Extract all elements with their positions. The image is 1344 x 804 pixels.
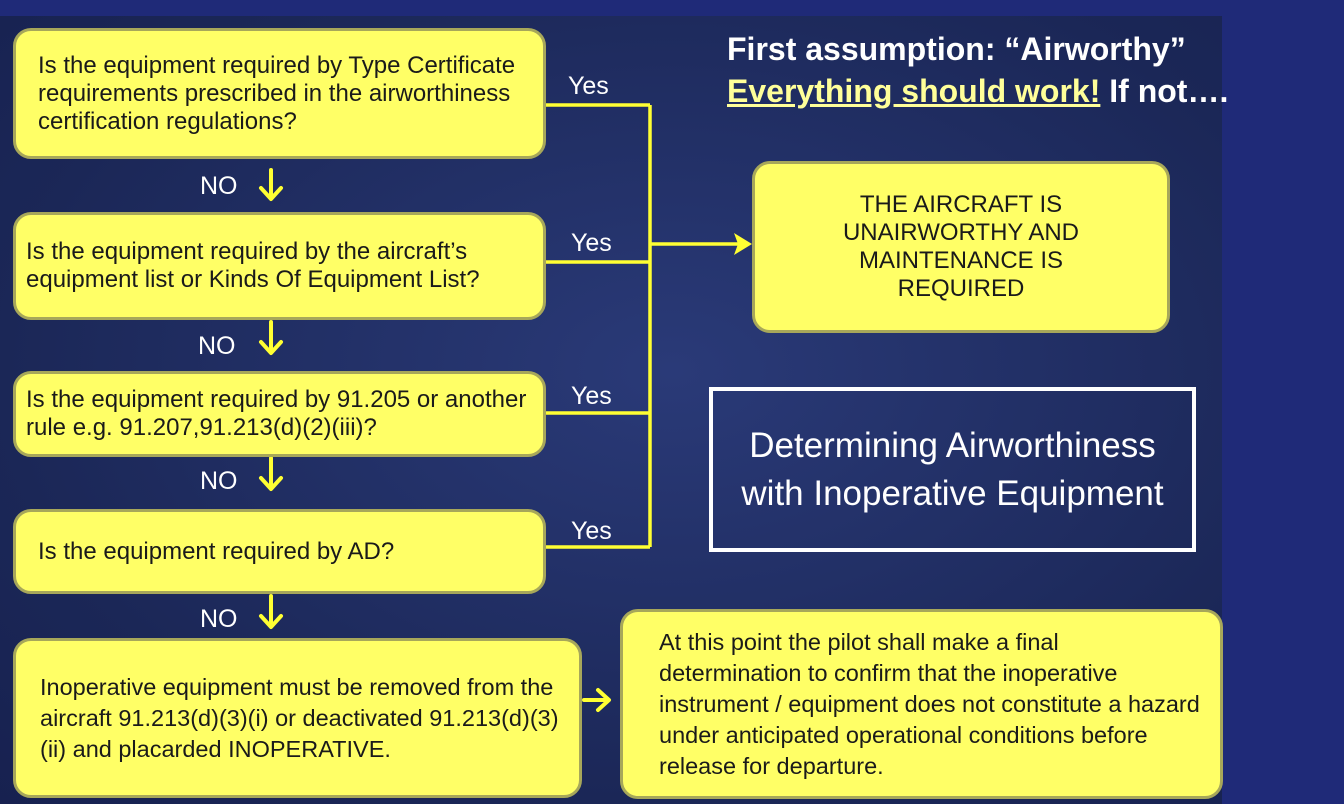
question-91-205-text: Is the equipment required by 91.205 or a… [26, 386, 527, 441]
result-unairworthy-box: THE AIRCRAFT IS UNAIRWORTHY AND MAINTENA… [752, 161, 1170, 333]
question-box-equipment-list: Is the equipment required by the aircraf… [13, 212, 546, 320]
yes-label-type-certificate: Yes [568, 72, 609, 100]
yes-label-91-205: Yes [571, 382, 612, 410]
question-equipment-list-text: Is the equipment required by the aircraf… [26, 238, 480, 293]
diagram-title: Determining Airworthiness with Inoperati… [741, 425, 1164, 513]
result-unairworthy-text: THE AIRCRAFT IS UNAIRWORTHY AND MAINTENA… [842, 191, 1080, 302]
no-label-type-certificate: NO [200, 172, 238, 200]
no-label-91-205: NO [200, 467, 238, 495]
question-type-certificate-text: Is the equipment required by Type Certif… [38, 51, 516, 135]
inoperative-action-box: Inoperative equipment must be removed fr… [13, 638, 582, 798]
final-determination-text: At this point the pilot shall make a fin… [659, 628, 1200, 779]
assumption-line-1: First assumption: “Airworthy” [727, 31, 1186, 67]
final-determination-box: At this point the pilot shall make a fin… [620, 609, 1223, 799]
assumption-line-2-rest: If not…. [1100, 73, 1229, 109]
assumption-emphasis: Everything should work! [727, 73, 1101, 109]
no-label-ad: NO [200, 605, 238, 633]
question-ad-text: Is the equipment required by AD? [38, 537, 395, 565]
inoperative-action-text: Inoperative equipment must be removed fr… [40, 673, 559, 762]
question-box-91-205: Is the equipment required by 91.205 or a… [13, 371, 546, 457]
yes-label-equipment-list: Yes [571, 229, 612, 257]
assumption-heading: First assumption: “Airworthy” Everything… [727, 28, 1228, 112]
diagram-title-box: Determining Airworthiness with Inoperati… [709, 387, 1196, 552]
assumption-line-2: Everything should work! If not…. [727, 70, 1228, 112]
yes-label-ad: Yes [571, 517, 612, 545]
question-box-ad: Is the equipment required by AD? [13, 509, 546, 594]
no-label-equipment-list: NO [198, 332, 236, 360]
question-box-type-certificate: Is the equipment required by Type Certif… [13, 28, 546, 159]
